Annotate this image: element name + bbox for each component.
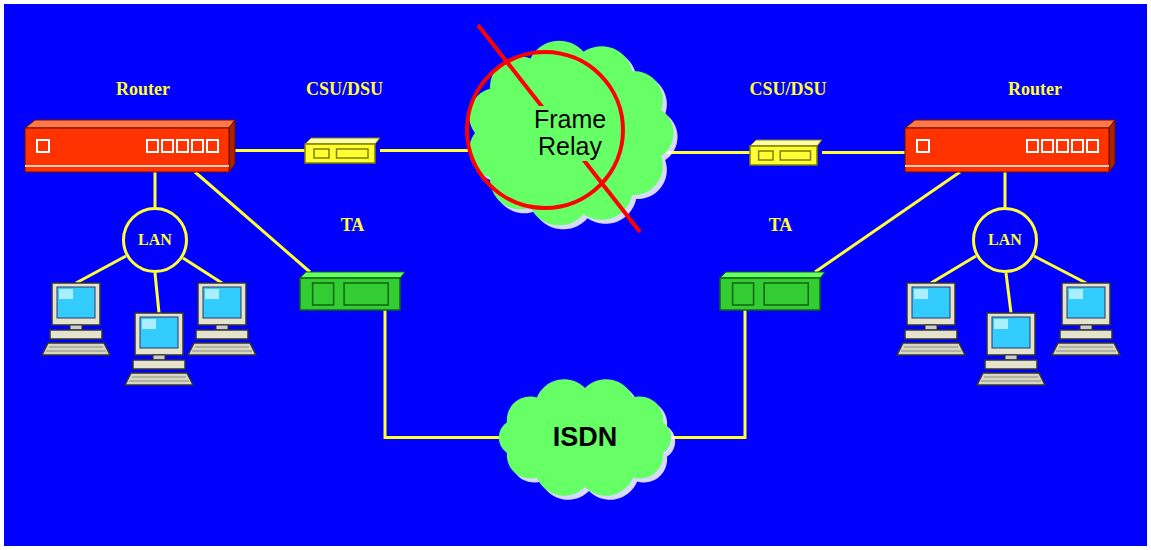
network-name: ISDN: [551, 422, 620, 453]
device-label: TA: [769, 215, 793, 236]
ta-outline: [300, 272, 405, 310]
csu-outline: [305, 138, 380, 163]
computer-icon: [42, 283, 110, 355]
terminal-adapter: TA: [720, 272, 825, 310]
terminal-adapter: TA: [300, 272, 405, 310]
computer-icon: [977, 313, 1045, 385]
link-wire: [154, 172, 157, 207]
link-wire: [822, 151, 905, 154]
device-label: CSU/DSU: [306, 79, 383, 100]
link-wire: [1004, 172, 1007, 207]
csu-dsu-device: CSU/DSU: [305, 138, 380, 163]
computer-icon: [897, 283, 965, 355]
device-label: TA: [341, 215, 365, 236]
link-wire: [385, 310, 502, 438]
device-label: Router: [116, 79, 170, 100]
link-wire: [195, 172, 310, 272]
link-wire: [668, 310, 745, 438]
computer-icon: [188, 283, 256, 355]
lan-circle: LAN: [972, 207, 1038, 273]
device-label: CSU/DSU: [749, 79, 826, 100]
network-name: Frame Relay: [526, 106, 614, 161]
lan-circle: LAN: [122, 207, 188, 273]
network-cloud: Frame Relay: [462, 38, 678, 228]
link-wire: [380, 149, 474, 152]
prohibition-slash: [478, 25, 640, 232]
link-wire: [815, 172, 960, 272]
csu-outline: [750, 140, 822, 165]
lan-label: LAN: [988, 231, 1022, 249]
device-label: Router: [1008, 79, 1062, 100]
computer-icon: [125, 313, 193, 385]
network-cloud: ISDN: [490, 375, 680, 500]
workstations: [42, 283, 1120, 385]
router-outline: [905, 120, 1115, 172]
link-wire: [235, 149, 305, 152]
csu-dsu-device: CSU/DSU: [750, 140, 822, 165]
ta-outline: [720, 272, 825, 310]
router-device: Router: [25, 120, 235, 172]
link-wire: [666, 151, 750, 154]
router-outline: [25, 120, 235, 172]
computer-icon: [1052, 283, 1120, 355]
lan-label: LAN: [138, 231, 172, 249]
prohibition-circle: [467, 52, 623, 208]
router-device: Router: [905, 120, 1115, 172]
